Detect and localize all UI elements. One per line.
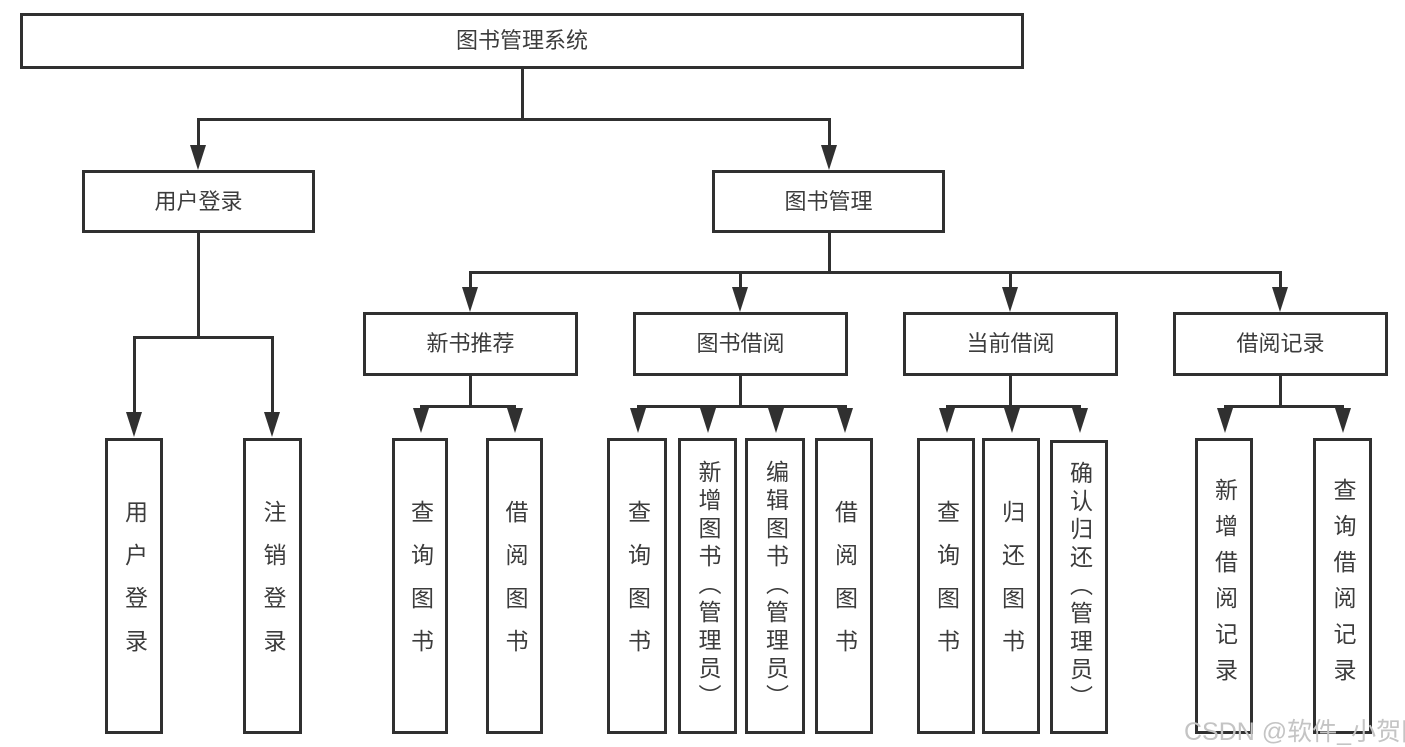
leaf-query-borrow-record: 查询借阅记录 xyxy=(1313,438,1372,734)
node-label: 借阅记录 xyxy=(1236,331,1325,356)
node-borrow-record: 借阅记录 xyxy=(1173,312,1388,376)
arrow-down-icon xyxy=(507,408,523,433)
connector-line xyxy=(828,233,831,273)
arrow-down-icon xyxy=(126,412,142,437)
arrow-down-icon xyxy=(1217,408,1233,433)
arrow-down-icon xyxy=(837,408,853,433)
connector-line xyxy=(197,118,831,121)
leaf-query-book: 查询图书 xyxy=(607,438,667,734)
arrow-down-icon xyxy=(700,408,716,433)
arrow-down-icon xyxy=(462,287,478,312)
node-book-borrow: 图书借阅 xyxy=(633,312,848,376)
leaf-query-book: 查询图书 xyxy=(917,438,975,734)
connector-line xyxy=(469,271,1282,274)
arrow-down-icon xyxy=(1004,408,1020,433)
node-label: 借阅图书 xyxy=(502,500,528,672)
node-label: 借阅图书 xyxy=(831,500,858,672)
connector-line xyxy=(197,233,200,336)
connector-line xyxy=(1009,271,1012,288)
arrow-down-icon xyxy=(630,408,646,433)
leaf-logout: 注销登录 xyxy=(243,438,302,734)
node-label: 注销登录 xyxy=(260,500,286,672)
node-new-book-recommend: 新书推荐 xyxy=(363,312,578,376)
node-label: 确认归还（管理员） xyxy=(1066,461,1093,713)
arrow-down-icon xyxy=(1072,408,1088,433)
arrow-down-icon xyxy=(821,145,837,170)
connector-line xyxy=(946,405,1081,408)
node-label: 归还图书 xyxy=(998,500,1025,672)
node-label: 编辑图书（管理员） xyxy=(762,460,789,712)
leaf-return-book: 归还图书 xyxy=(982,438,1040,734)
node-label: 新书推荐 xyxy=(426,331,515,356)
node-library-management-system: 图书管理系统 xyxy=(20,13,1024,69)
node-label: 新增图书（管理员） xyxy=(695,460,721,712)
connector-line xyxy=(739,376,742,407)
arrow-down-icon xyxy=(1335,408,1351,433)
arrow-down-icon xyxy=(190,145,206,170)
connector-line xyxy=(521,69,524,120)
connector-line xyxy=(637,405,847,408)
arrow-down-icon xyxy=(939,408,955,433)
arrow-down-icon xyxy=(413,408,429,433)
connector-line xyxy=(1279,271,1282,288)
leaf-confirm-return-admin: 确认归还（管理员） xyxy=(1050,440,1108,734)
node-label: 查询借阅记录 xyxy=(1330,478,1356,694)
arrow-down-icon xyxy=(732,287,748,312)
connector-line xyxy=(1279,376,1282,407)
node-label: 查询图书 xyxy=(933,500,960,672)
connector-line xyxy=(828,118,831,148)
leaf-query-book: 查询图书 xyxy=(392,438,448,734)
node-label: 图书管理系统 xyxy=(455,28,588,53)
node-label: 查询图书 xyxy=(407,500,434,672)
connector-line xyxy=(739,271,742,288)
connector-line xyxy=(1009,376,1012,407)
node-label: 查询图书 xyxy=(624,500,651,672)
node-label: 用户登录 xyxy=(154,188,243,214)
arrow-down-icon xyxy=(1002,287,1018,312)
node-label: 图书借阅 xyxy=(696,331,785,356)
connector-line xyxy=(271,336,274,413)
leaf-borrow-book: 借阅图书 xyxy=(486,438,543,734)
connector-line xyxy=(469,376,472,407)
connector-line xyxy=(469,271,472,288)
node-book-management: 图书管理 xyxy=(712,170,945,233)
node-user-login: 用户登录 xyxy=(82,170,315,233)
connector-line xyxy=(133,336,274,339)
leaf-edit-book-admin: 编辑图书（管理员） xyxy=(745,438,805,734)
node-label: 当前借阅 xyxy=(966,331,1055,356)
leaf-add-borrow-record: 新增借阅记录 xyxy=(1195,438,1253,734)
node-label: 图书管理 xyxy=(784,188,873,214)
connector-line xyxy=(420,405,516,408)
node-label: 新增借阅记录 xyxy=(1211,478,1238,694)
csdn-watermark: CSDN @软件_小贺同学 xyxy=(1184,718,1405,746)
leaf-borrow-book: 借阅图书 xyxy=(815,438,873,734)
connector-line xyxy=(197,118,200,148)
connector-line xyxy=(1224,405,1344,408)
arrow-down-icon xyxy=(768,408,784,433)
arrow-down-icon xyxy=(1272,287,1288,312)
connector-line xyxy=(133,336,136,413)
node-current-borrow: 当前借阅 xyxy=(903,312,1118,376)
node-label: 用户登录 xyxy=(121,500,148,672)
leaf-add-book-admin: 新增图书（管理员） xyxy=(678,438,737,734)
leaf-user-login: 用户登录 xyxy=(105,438,163,734)
arrow-down-icon xyxy=(264,412,280,437)
